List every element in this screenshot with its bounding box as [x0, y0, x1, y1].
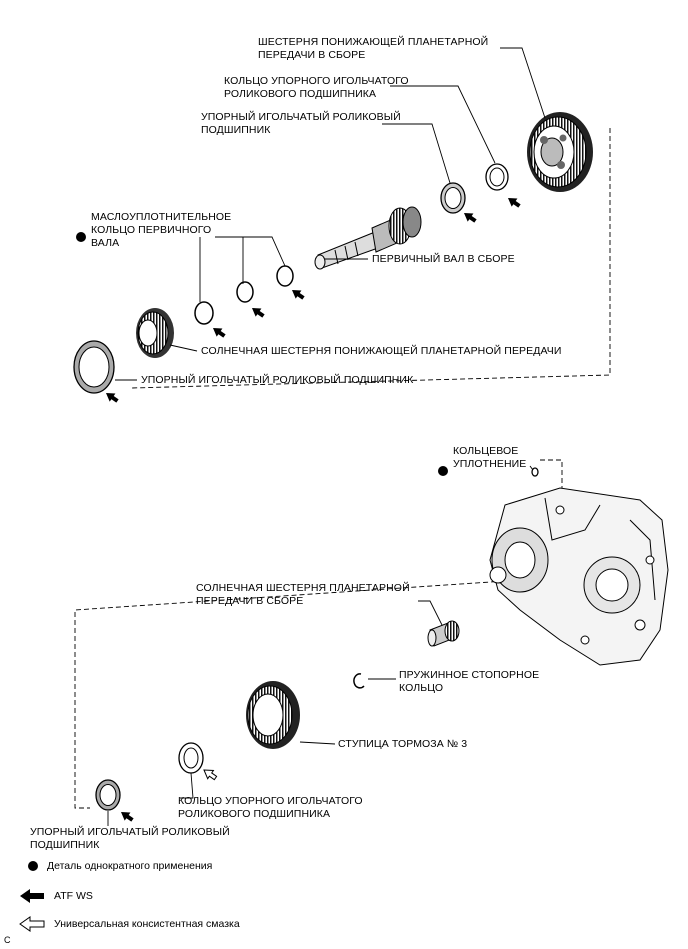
legend-atf-text: ATF WS: [54, 890, 93, 902]
brake-hub-part: [246, 681, 300, 749]
thrust-bearing-bottom-part: [95, 779, 121, 811]
corner-mark: C: [4, 935, 11, 945]
planetary-sun-gear-part: [427, 620, 460, 647]
leader-lines: [107, 47, 546, 826]
atf-arrows: [106, 198, 521, 822]
reduction-sun-gear-part: [136, 308, 174, 358]
bearing-race-top-part: [485, 163, 509, 191]
snap-ring-part: [353, 673, 365, 689]
label-reduction-gear-assembly: ШЕСТЕРНЯ ПОНИЖАЮЩЕЙ ПЛАНЕТАРНОЙ ПЕРЕДАЧИ…: [258, 36, 489, 61]
label-o-ring: КОЛЬЦЕВОЕ УПЛОТНЕНИЕ: [453, 445, 527, 470]
single-use-dot-oil-seal: [76, 232, 86, 242]
thrust-bearing-mid-part: [73, 340, 115, 394]
legend-grease-text: Универсальная консистентная смазка: [54, 918, 240, 930]
label-snap-ring: ПРУЖИННОЕ СТОПОРНОЕ КОЛЬЦО: [399, 669, 540, 694]
label-reduction-sun-gear: СОЛНЕЧНАЯ ШЕСТЕРНЯ ПОНИЖАЮЩЕЙ ПЛАНЕТАРНО…: [201, 345, 562, 357]
label-thrust-bearing-top: УПОРНЫЙ ИГОЛЬЧАТЫЙ РОЛИКОВЫЙ ПОДШИПНИК: [201, 111, 401, 136]
single-use-dot-o-ring: [438, 466, 448, 476]
label-input-shaft: ПЕРВИЧНЫЙ ВАЛ В СБОРЕ: [372, 253, 515, 265]
label-planetary-sun-gear: СОЛНЕЧНАЯ ШЕСТЕРНЯ ПЛАНЕТАРНОЙ ПЕРЕДАЧИ …: [196, 582, 410, 607]
grease-arrow: [203, 769, 218, 781]
o-ring-part: [531, 467, 539, 477]
label-brake-hub: СТУПИЦА ТОРМОЗА № 3: [338, 738, 468, 750]
bearing-race-bottom-part: [178, 742, 204, 774]
oil-seal-rings-part: [194, 265, 294, 325]
label-thrust-bearing-bottom: УПОРНЫЙ ИГОЛЬЧАТЫЙ РОЛИКОВЫЙ ПОДШИПНИК: [30, 826, 230, 851]
assembly-guide-lines: [74, 128, 611, 809]
legend-atf-arrow-icon: [20, 889, 44, 903]
label-bearing-race-bottom: КОЛЬЦО УПОРНОГО ИГОЛЬЧАТОГО РОЛИКОВОГО П…: [178, 795, 363, 820]
legend-grease-arrow-icon: [19, 916, 45, 932]
reduction-gear-assembly-part: [527, 112, 593, 192]
label-oil-seal-ring: МАСЛОУПЛОТНИТЕЛЬНОЕ КОЛЬЦО ПЕРВИЧНОГО ВА…: [91, 211, 232, 249]
legend-single-use-text: Деталь однократного применения: [47, 860, 213, 872]
transaxle-case-part: [489, 487, 669, 666]
thrust-bearing-top-part: [440, 182, 466, 214]
legend-single-use-dot-icon: [28, 861, 38, 871]
label-thrust-bearing-mid: УПОРНЫЙ ИГОЛЬЧАТЫЙ РОЛИКОВЫЙ ПОДШИПНИК: [141, 374, 414, 386]
label-bearing-race-top: КОЛЬЦО УПОРНОГО ИГОЛЬЧАТОГО РОЛИКОВОГО П…: [224, 75, 409, 100]
